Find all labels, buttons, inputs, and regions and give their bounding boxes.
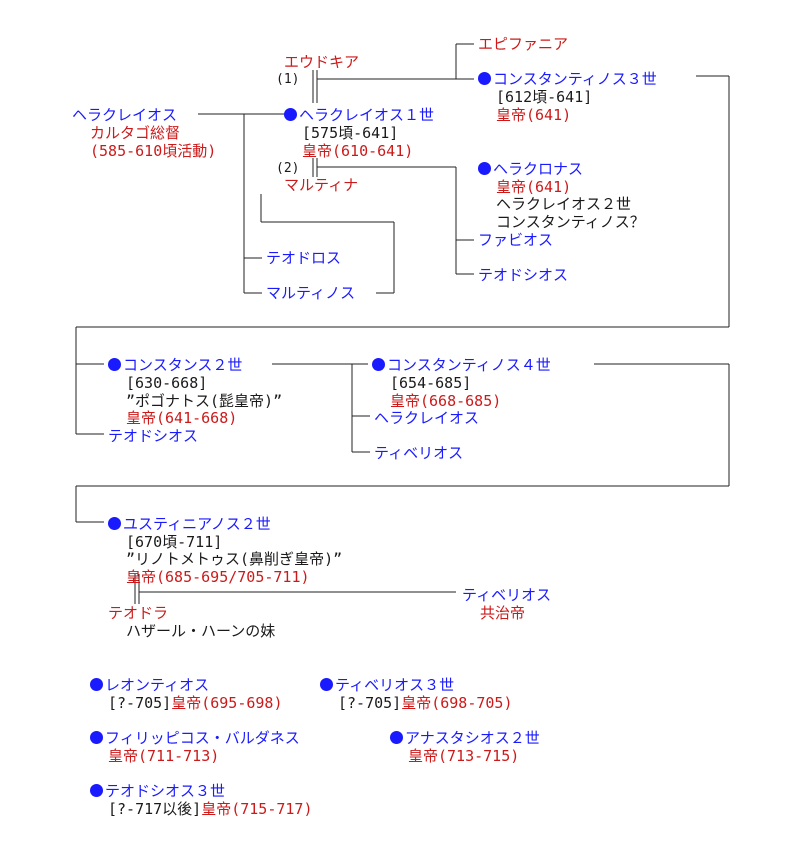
constantine3-name: コンスタンティノス３世 xyxy=(478,70,657,88)
justinian2-label: ユスティニアノス２世 xyxy=(123,515,271,533)
constantine4-reign: 皇帝(668-685) xyxy=(390,392,502,410)
marriage-1-label: (1) xyxy=(276,72,300,87)
heraclius-elder-title: カルタゴ総督 xyxy=(90,124,181,142)
epiphania-name: エピファニア xyxy=(478,35,569,53)
martina-name: マルティナ xyxy=(284,176,359,194)
emperor-marker-icon xyxy=(372,358,385,371)
marriage-2-label: (2) xyxy=(276,161,300,176)
emperor-marker-icon xyxy=(390,731,403,744)
constantine3-label: コンスタンティノス３世 xyxy=(493,70,657,88)
tiberios3-name: ティベリオス３世 xyxy=(320,676,454,694)
tiberios-a-name: ティベリオス xyxy=(374,444,464,462)
tiberios3-info: [?-705]皇帝(698-705) xyxy=(338,694,513,712)
heraclius-elder-name: ヘラクレイオス xyxy=(72,106,178,124)
theodosios-b-name: テオドシオス xyxy=(108,427,199,445)
emperor-marker-icon xyxy=(90,678,103,691)
theodora-note: ハザール・ハーンの妹 xyxy=(126,622,276,640)
heraklonas-alias2: コンスタンティノス？ xyxy=(496,213,645,231)
tiberios-b-reign: 共治帝 xyxy=(480,604,526,622)
anastasios2-name: アナスタシオス２世 xyxy=(390,729,540,747)
heraclius1-reign: 皇帝(610-641) xyxy=(302,142,414,160)
philippikos-reign: 皇帝(711-713) xyxy=(108,747,220,765)
constans2-reign: 皇帝(641-668) xyxy=(126,409,238,427)
heraklonas-reign: 皇帝(641) xyxy=(496,178,572,196)
theodora-name: テオドラ xyxy=(108,604,169,622)
martinos-name: マルティノス xyxy=(266,284,356,302)
heraklonas-name: ヘラクロナス xyxy=(478,160,583,178)
leontios-label: レオンティオス xyxy=(105,676,210,694)
leontios-name: レオンティオス xyxy=(90,676,209,694)
heraclius-elder-active: (585-610頃活動) xyxy=(90,142,217,160)
leontios-info: [?-705]皇帝(695-698) xyxy=(108,694,283,712)
fabios-name: ファビオス xyxy=(478,231,554,249)
leontios-reign: 皇帝(695-698) xyxy=(171,694,283,712)
heraklonas-label: ヘラクロナス xyxy=(493,160,584,178)
emperor-marker-icon xyxy=(90,731,103,744)
constantine3-years: [612頃-641] xyxy=(496,88,593,106)
heraclius1-years: [575頃-641] xyxy=(302,124,399,142)
emperor-marker-icon xyxy=(320,678,333,691)
justinian2-years: [670頃-711] xyxy=(126,533,223,551)
heraclius1-name: ヘラクレイオス１世 xyxy=(284,106,434,124)
emperor-marker-icon xyxy=(90,784,103,797)
theodosios3-years: [?-717以後] xyxy=(108,800,202,818)
constans2-nickname: ”ポゴナトス(髭皇帝)” xyxy=(126,392,283,410)
constans2-years: [630-668] xyxy=(126,374,208,392)
leontios-years: [?-705] xyxy=(108,694,172,712)
tiberios3-label: ティベリオス３世 xyxy=(335,676,455,694)
justinian2-nickname: ”リノトメトゥス(鼻削ぎ皇帝)” xyxy=(126,550,343,568)
constans2-label: コンスタンス２世 xyxy=(123,356,243,374)
heraklonas-alias1: ヘラクレイオス２世 xyxy=(496,195,632,213)
justinian2-name: ユスティニアノス２世 xyxy=(108,515,271,533)
philippikos-label: フィリッピコス・バルダネス xyxy=(105,729,300,747)
theodosios3-name: テオドシオス３世 xyxy=(90,782,225,800)
emperor-marker-icon xyxy=(284,108,297,121)
justinian2-reign: 皇帝(685-695/705-711) xyxy=(126,568,310,586)
heraclius-b-name: ヘラクレイオス xyxy=(374,409,480,427)
theodosios3-label: テオドシオス３世 xyxy=(105,782,226,800)
tiberios3-years: [?-705] xyxy=(338,694,402,712)
emperor-marker-icon xyxy=(108,358,121,371)
tiberios3-reign: 皇帝(698-705) xyxy=(401,694,513,712)
emperor-marker-icon xyxy=(478,72,491,85)
philippikos-name: フィリッピコス・バルダネス xyxy=(90,729,300,747)
anastasios2-label: アナスタシオス２世 xyxy=(405,729,540,747)
eudokia-name: エウドキア xyxy=(284,53,360,71)
constantine4-name: コンスタンティノス４世 xyxy=(372,356,551,374)
emperor-marker-icon xyxy=(478,162,491,175)
constans2-name: コンスタンス２世 xyxy=(108,356,242,374)
theodosios3-reign: 皇帝(715-717) xyxy=(201,800,313,818)
theodosios3-info: [?-717以後]皇帝(715-717) xyxy=(108,800,313,818)
theodosios-a-name: テオドシオス xyxy=(478,266,569,284)
anastasios2-reign: 皇帝(713-715) xyxy=(408,747,520,765)
constantine4-label: コンスタンティノス４世 xyxy=(387,356,551,374)
heraclius1-label: ヘラクレイオス１世 xyxy=(299,106,435,124)
emperor-marker-icon xyxy=(108,517,121,530)
constantine4-years: [654-685] xyxy=(390,374,472,392)
tiberios-b-name: ティベリオス xyxy=(462,586,552,604)
theodoros-name: テオドロス xyxy=(266,249,342,267)
constantine3-reign: 皇帝(641) xyxy=(496,106,572,124)
